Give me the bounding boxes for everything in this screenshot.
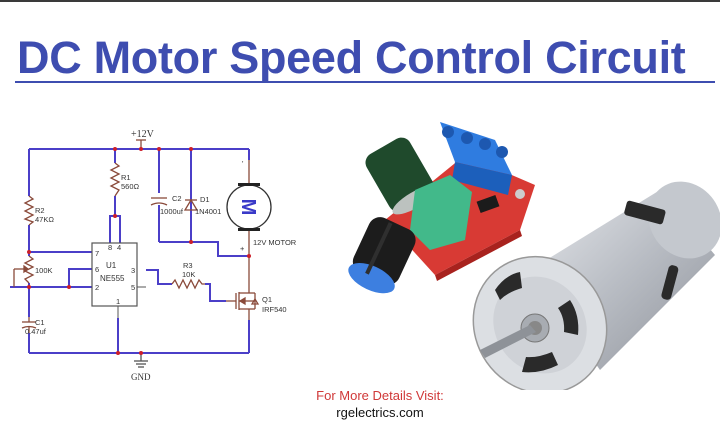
dc-motor-photo bbox=[472, 181, 720, 390]
svg-text:1N4001: 1N4001 bbox=[195, 207, 221, 216]
svg-text:C1: C1 bbox=[35, 318, 45, 327]
page-title: DC Motor Speed Control Circuit bbox=[17, 32, 686, 83]
ground-label: GND bbox=[131, 372, 151, 382]
svg-text:': ' bbox=[242, 159, 244, 168]
website-link[interactable]: rgelectrics.com bbox=[336, 405, 424, 420]
resistor-r2-icon bbox=[23, 195, 35, 226]
svg-text:100K: 100K bbox=[35, 266, 53, 275]
capacitor-c2-icon bbox=[150, 197, 168, 206]
svg-text:1000uf: 1000uf bbox=[160, 207, 184, 216]
pwm-module-photo bbox=[348, 122, 535, 294]
svg-text:8: 8 bbox=[108, 243, 112, 252]
ground-icon bbox=[134, 353, 148, 368]
svg-text:0.47uf: 0.47uf bbox=[25, 327, 47, 336]
ic-ne555-body bbox=[91, 242, 138, 307]
svg-text:1: 1 bbox=[116, 297, 120, 306]
svg-text:IRF540: IRF540 bbox=[262, 305, 287, 314]
svg-text:10K: 10K bbox=[182, 270, 195, 279]
svg-text:R1: R1 bbox=[121, 173, 131, 182]
svg-text:C2: C2 bbox=[172, 194, 182, 203]
components bbox=[13, 139, 260, 368]
visit-label: For More Details Visit: bbox=[316, 388, 444, 403]
svg-text:47KΩ: 47KΩ bbox=[35, 215, 54, 224]
svg-text:R3: R3 bbox=[183, 261, 193, 270]
resistor-r3-icon bbox=[171, 278, 205, 290]
svg-text:7: 7 bbox=[95, 249, 99, 258]
svg-text:4: 4 bbox=[117, 243, 121, 252]
svg-text:Q1: Q1 bbox=[262, 295, 272, 304]
diode-d1-icon bbox=[183, 198, 199, 211]
supply-label: +12V bbox=[131, 129, 155, 140]
svg-text:R2: R2 bbox=[35, 206, 45, 215]
resistor-r1-icon bbox=[109, 162, 121, 197]
svg-text:D1: D1 bbox=[200, 195, 210, 204]
top-border bbox=[0, 0, 720, 2]
svg-text:U1: U1 bbox=[106, 261, 117, 270]
svg-text:+: + bbox=[240, 244, 245, 253]
title-underline bbox=[15, 81, 715, 83]
motor-symbol-icon: M bbox=[226, 183, 272, 231]
svg-text:6: 6 bbox=[95, 265, 99, 274]
svg-text:2: 2 bbox=[95, 283, 99, 292]
junction-dots bbox=[27, 147, 251, 355]
mosfet-q1-icon bbox=[226, 256, 260, 320]
capacitor-c1-icon bbox=[21, 317, 37, 333]
wires bbox=[10, 148, 250, 354]
svg-text:NE555: NE555 bbox=[100, 274, 125, 283]
svg-text:3: 3 bbox=[131, 266, 135, 275]
svg-text:M: M bbox=[237, 199, 259, 216]
svg-text:5: 5 bbox=[131, 283, 135, 292]
svg-text:560Ω: 560Ω bbox=[121, 182, 140, 191]
svg-text:12V MOTOR: 12V MOTOR bbox=[253, 238, 297, 247]
